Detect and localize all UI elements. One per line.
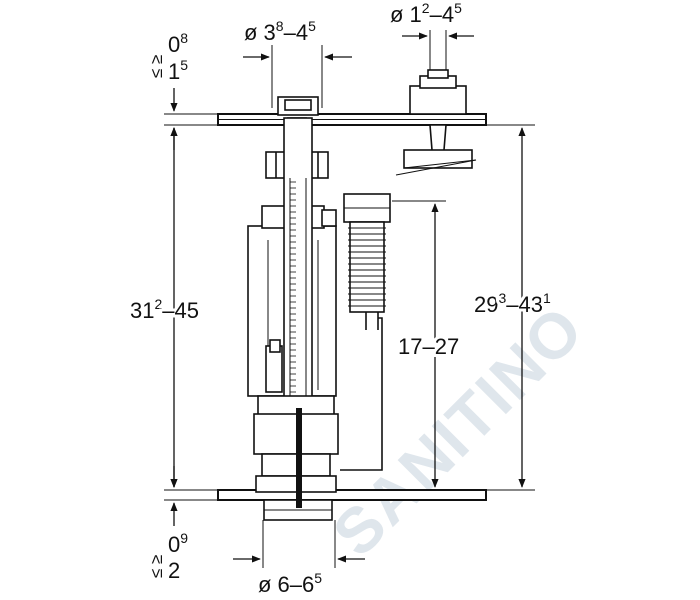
overflow-hose xyxy=(340,193,391,471)
tube-scale xyxy=(290,181,296,393)
top-thickness-sign: ≤ ≥ xyxy=(147,55,166,78)
left-height-label: 312–45 xyxy=(130,296,199,323)
button-receptacle xyxy=(395,69,477,176)
bottom-thickness-upper: 09 xyxy=(168,530,188,557)
top-plate xyxy=(217,113,487,126)
top-thickness-label: ≤ ≥ 08 15 xyxy=(147,30,188,84)
top-thickness-upper: 08 xyxy=(168,30,188,57)
flush-valve xyxy=(247,96,339,521)
right-height-label: 293–431 xyxy=(474,290,551,317)
bottom-diameter-label: ø 6–65 xyxy=(258,570,322,597)
bottom-thickness-label: ≤ ≥ 09 2 xyxy=(147,530,188,583)
top-right-diameter-label: ø 12–45 xyxy=(390,0,462,27)
middle-height-label: 17–27 xyxy=(398,334,459,359)
bottom-thickness-lower: 2 xyxy=(168,558,180,583)
top-center-diameter-label: ø 38–45 xyxy=(244,18,316,45)
hose-ribs xyxy=(348,227,386,307)
bottom-thickness-sign: ≤ ≥ xyxy=(147,555,166,578)
dimension-lines xyxy=(170,32,526,563)
top-thickness-lower: 15 xyxy=(168,57,188,84)
bottom-plate xyxy=(217,489,487,501)
